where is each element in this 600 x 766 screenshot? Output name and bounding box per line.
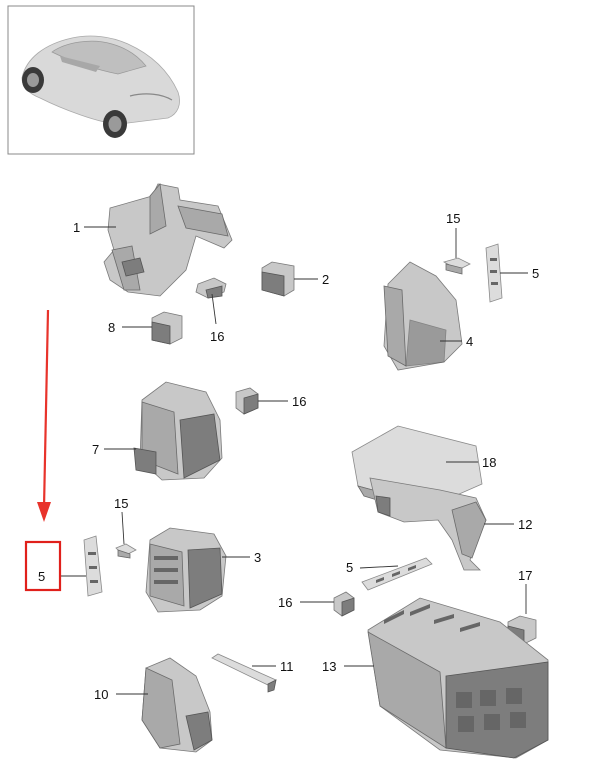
callout-18: 18 [482,455,496,470]
callout-7: 7 [92,442,99,457]
callout-12: 12 [518,517,532,532]
part-5-strip-mid [361,557,433,591]
callout-2: 2 [322,272,329,287]
part-16-fuse-top [195,277,227,299]
callout-16-low: 16 [278,595,292,610]
highlight-box [24,540,62,592]
part-1-bracket [103,183,233,297]
callout-1: 1 [73,220,80,235]
vehicle-thumbnail [7,5,195,155]
part-5-strip-top [485,243,503,303]
leader-lines [60,226,528,695]
callout-13: 13 [322,659,336,674]
part-3-carrier [145,527,227,613]
part-11-strip [211,653,277,693]
callout-16-top: 16 [210,329,224,344]
callout-5-left: 5 [38,569,45,584]
callout-11: 11 [280,659,294,674]
highlight-arrow-shaft [42,309,50,509]
callout-17: 17 [518,568,532,583]
callout-5-mid: 5 [346,560,353,575]
callout-4: 4 [466,334,473,349]
part-16-fuse-mid [235,387,259,415]
highlight-marker [24,309,62,592]
callout-15-low: 15 [114,496,128,511]
part-15-fuse-low [115,543,137,559]
part-4-cover [383,261,463,371]
part-7-block [133,381,223,481]
part-2-relay [261,261,295,297]
part-15-fuse-top [442,257,471,275]
callout-3: 3 [254,550,261,565]
callout-10: 10 [94,687,108,702]
callout-16-mid: 16 [292,394,306,409]
part-8-relay [151,311,183,345]
car-icon [21,35,180,138]
callout-15-top: 15 [446,211,460,226]
part-13-fusebox [367,597,549,759]
highlight-arrow-icon [37,502,51,522]
callout-5-top: 5 [532,266,539,281]
callout-8: 8 [108,320,115,335]
part-16-fuse-low [333,591,355,617]
part-10-bracket [141,657,213,753]
part-12-holder [369,477,487,571]
callout-labels: 1 2 3 4 5 5 5 7 8 10 11 12 13 15 15 16 1… [38,211,539,702]
part-5-strip-left [83,535,103,597]
